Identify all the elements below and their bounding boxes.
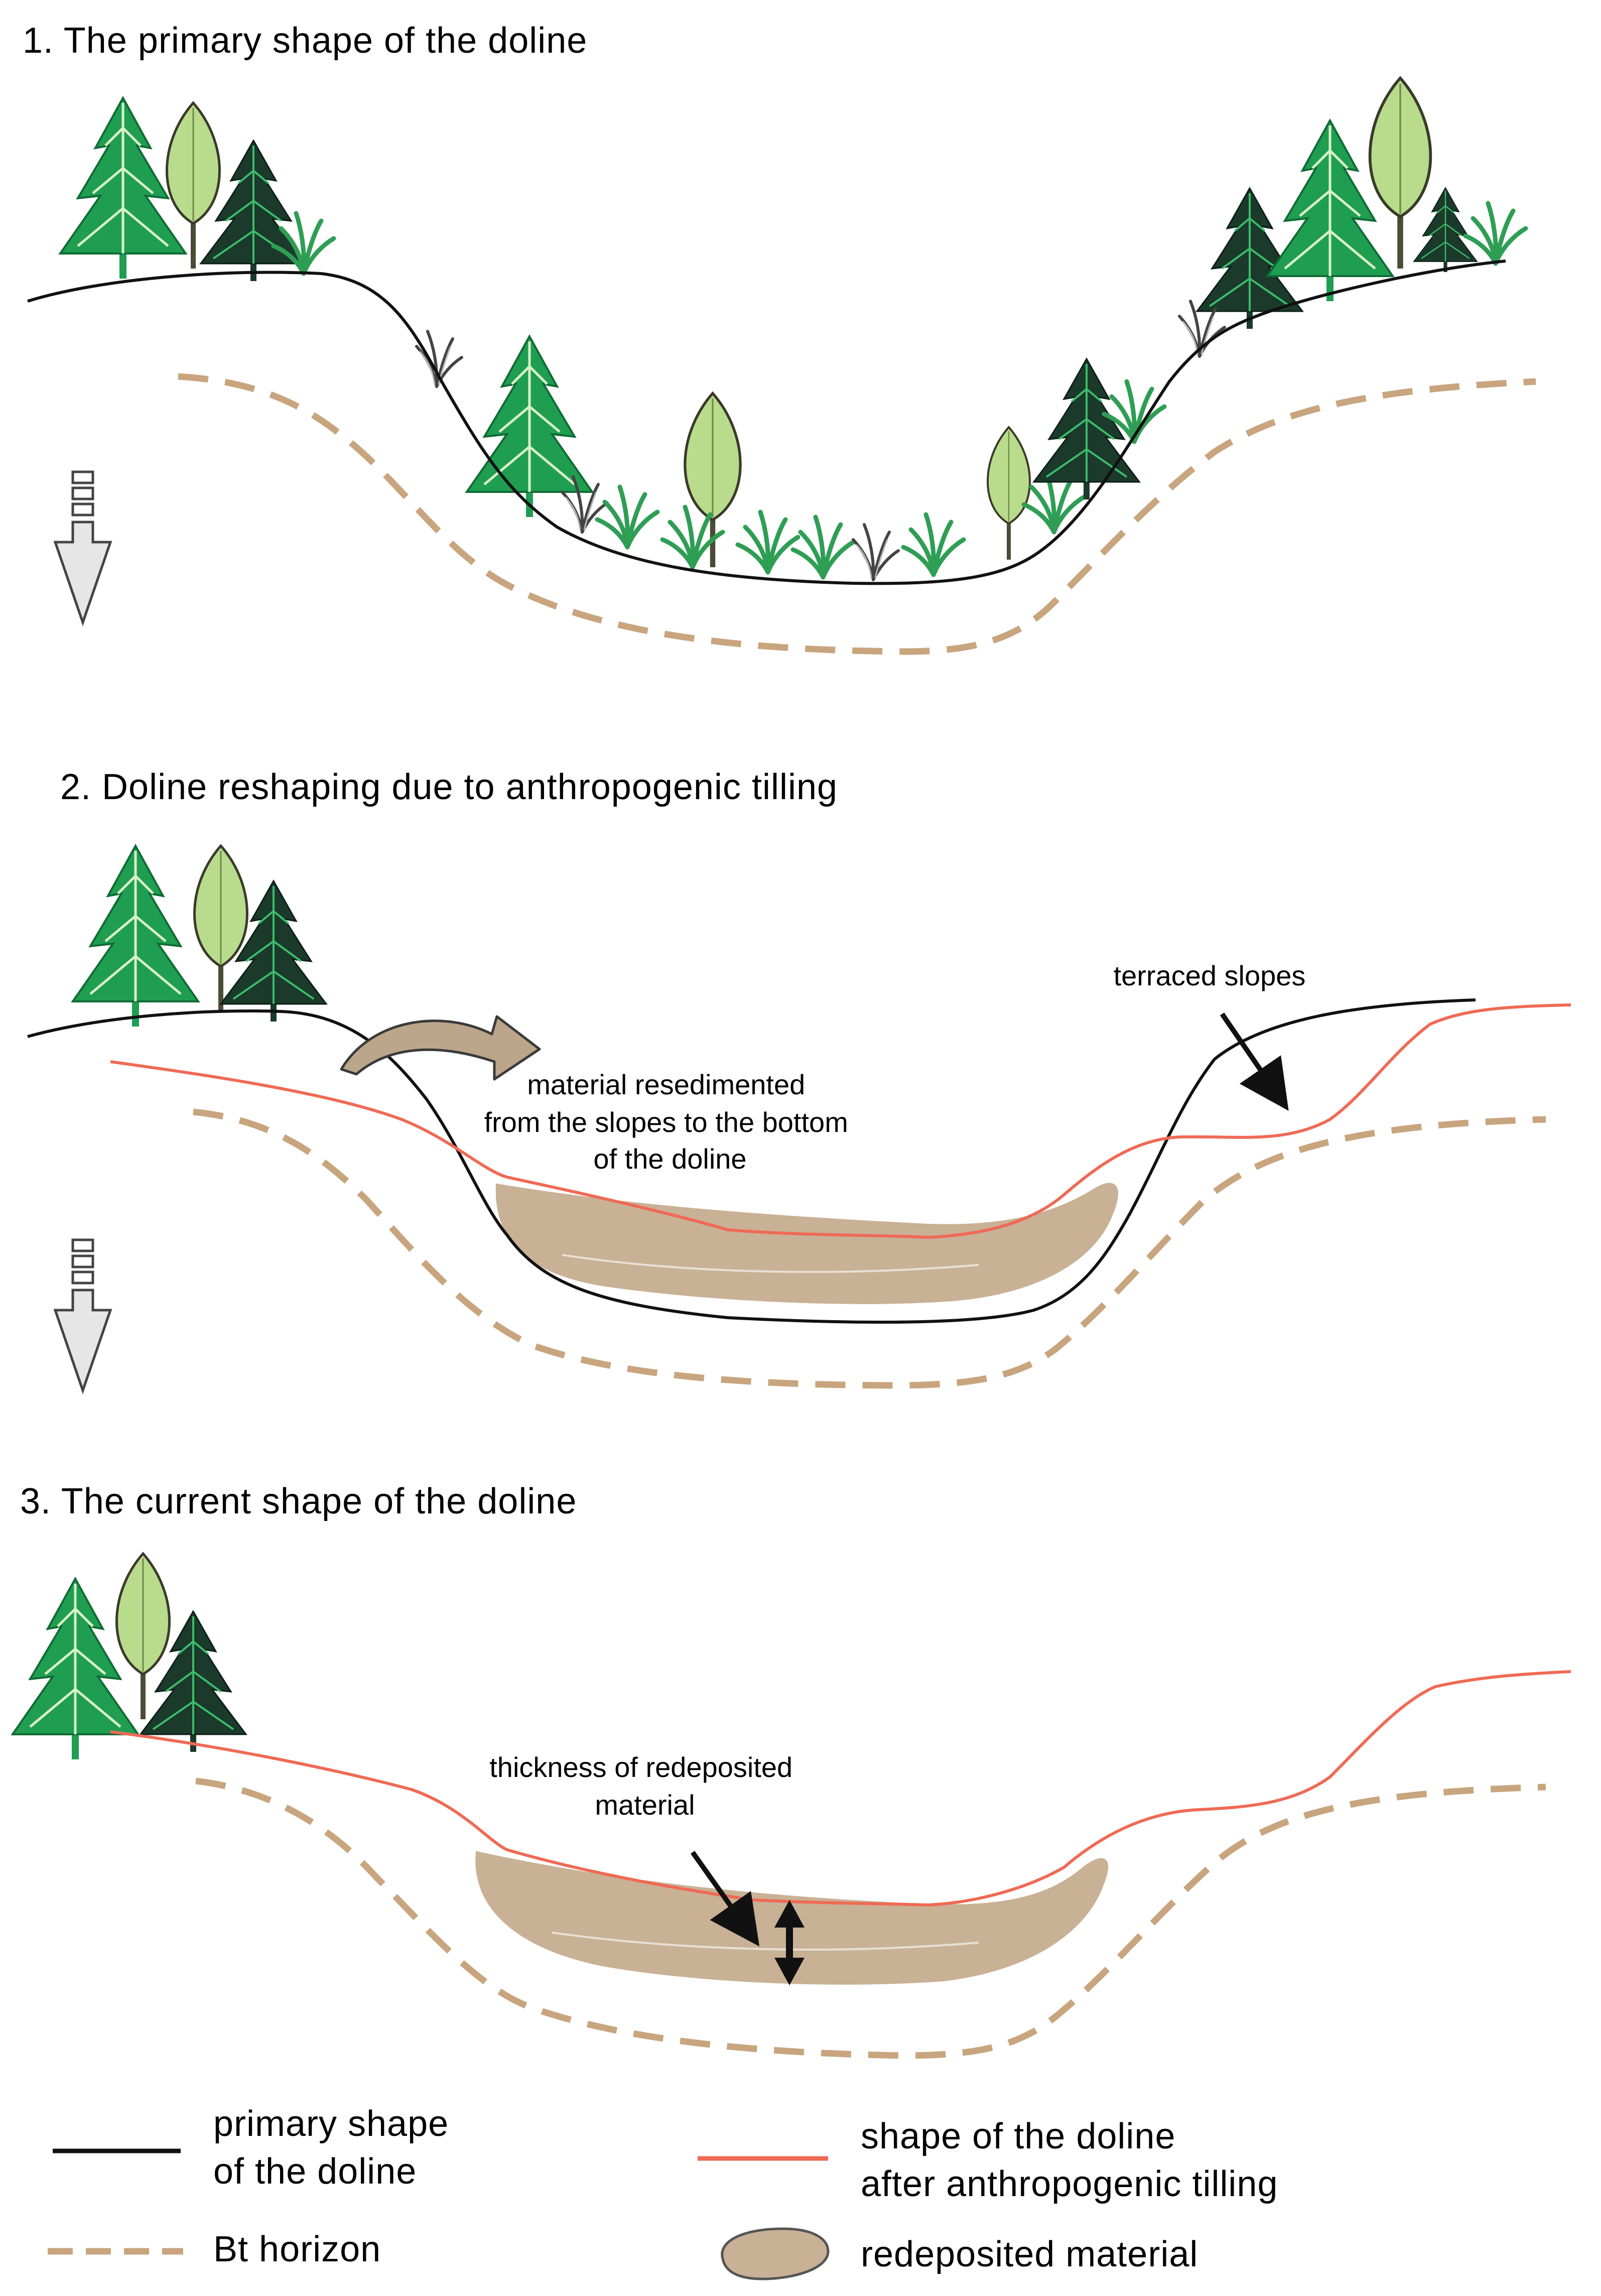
conifer-tree-icon bbox=[60, 98, 186, 279]
resedimented-label: material resedimented from the slopes to… bbox=[484, 1069, 856, 1175]
grass-icon bbox=[1465, 203, 1526, 264]
grass-dark-icon bbox=[853, 525, 898, 580]
thickness-pointer-arrow-icon bbox=[690, 1851, 760, 1947]
terraced-slopes-label: terraced slopes bbox=[1114, 960, 1306, 991]
thickness-double-arrow-icon bbox=[774, 1900, 805, 1985]
panel-2-material-highlight bbox=[562, 1254, 979, 1273]
legend-tilled-label: shape of the doline after anthropogenic … bbox=[861, 2116, 1278, 2204]
panel-2-redeposited-material bbox=[495, 1183, 1118, 1304]
conifer-tree-icon bbox=[467, 336, 592, 517]
grass-icon bbox=[738, 512, 798, 572]
legend-bt: Bt horizon bbox=[48, 2229, 381, 2269]
thickness-label: thickness of redeposited material bbox=[489, 1751, 800, 1821]
thickness-line-1: thickness of redeposited bbox=[489, 1751, 792, 1783]
resedimentation-arrow-icon bbox=[340, 1015, 541, 1081]
leafy-tree-icon bbox=[117, 1554, 170, 1719]
grass-icon bbox=[903, 515, 964, 575]
legend-bt-label: Bt horizon bbox=[213, 2229, 381, 2269]
terraced-slopes-arrow-icon bbox=[1220, 1012, 1289, 1111]
resedimented-line-1: material resedimented bbox=[527, 1069, 805, 1100]
thickness-line-2: material bbox=[595, 1789, 695, 1821]
resedimented-line-3: of the doline bbox=[593, 1143, 746, 1175]
panel-1-bt-horizon bbox=[178, 373, 1536, 655]
legend: primary shape of the doline Bt horizon s… bbox=[48, 2104, 1278, 2280]
panel-3-title: 3. The current shape of the doline bbox=[20, 1481, 577, 1521]
legend-tilled-line-2: after anthropogenic tilling bbox=[861, 2164, 1278, 2204]
panel-1: 1. The primary shape of the doline bbox=[23, 21, 1536, 655]
legend-redeposited-label: redeposited material bbox=[861, 2234, 1198, 2274]
panel-3-material-highlight bbox=[552, 1932, 979, 1951]
legend-primary: primary shape of the doline bbox=[53, 2104, 459, 2192]
resedimented-line-2: from the slopes to the bottom bbox=[484, 1106, 848, 1138]
down-arrow-icon bbox=[55, 1240, 110, 1390]
legend-redeposited: redeposited material bbox=[721, 2227, 1198, 2280]
panel-3-tilled-shape bbox=[110, 1670, 1571, 1907]
panel-1-primary-shape bbox=[27, 260, 1506, 585]
legend-primary-line-1: primary shape bbox=[213, 2104, 449, 2144]
legend-redeposited-swatch bbox=[721, 2227, 830, 2280]
panel-3-bt-horizon bbox=[195, 1777, 1546, 2059]
leafy-tree-icon bbox=[1370, 78, 1431, 269]
legend-primary-label: primary shape of the doline bbox=[213, 2104, 459, 2192]
panel-3: 3. The current shape of the doline thick… bbox=[13, 1481, 1571, 2059]
conifer-tree-icon bbox=[73, 846, 198, 1027]
legend-primary-line-2: of the doline bbox=[213, 2151, 417, 2192]
grass-icon bbox=[793, 517, 853, 577]
legend-tilled-line-1: shape of the doline bbox=[861, 2116, 1175, 2156]
panel-2-primary-shape bbox=[27, 998, 1476, 1324]
panel-2-bt-horizon bbox=[193, 1108, 1546, 1389]
grass-icon bbox=[597, 487, 657, 547]
down-arrow-icon bbox=[55, 472, 110, 622]
panel-2: 2. Doline reshaping due to anthropogenic… bbox=[27, 767, 1571, 1390]
leafy-tree-icon bbox=[988, 427, 1030, 560]
panel-2-tilled-shape bbox=[110, 1003, 1571, 1239]
dark-conifer-icon bbox=[1413, 187, 1478, 273]
legend-tilled: shape of the doline after anthropogenic … bbox=[698, 2116, 1278, 2204]
panel-2-title: 2. Doline reshaping due to anthropogenic… bbox=[60, 767, 838, 807]
panel-1-title: 1. The primary shape of the doline bbox=[23, 21, 587, 61]
